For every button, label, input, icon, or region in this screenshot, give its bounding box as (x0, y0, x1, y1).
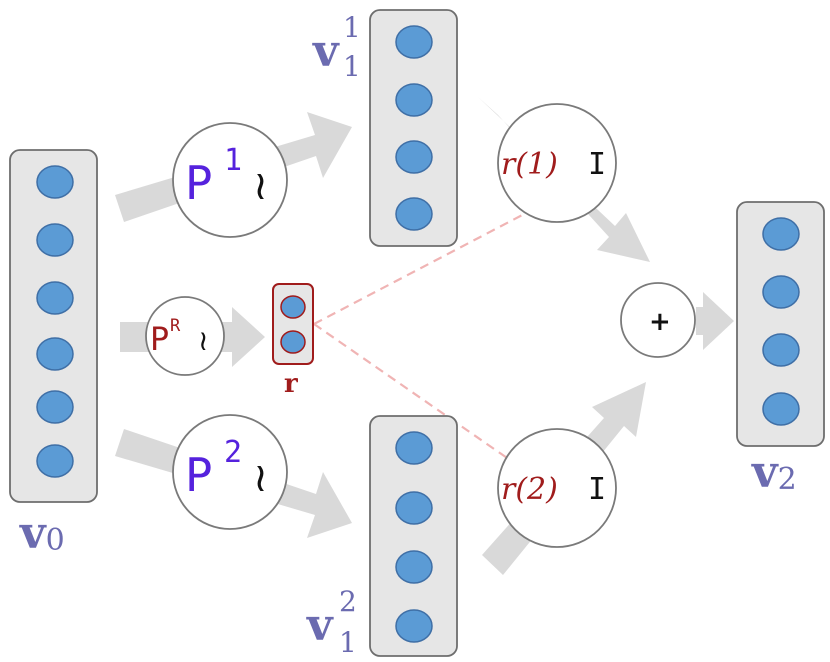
node (395, 140, 433, 174)
vector-nodes (762, 217, 800, 426)
operator-sup: R (170, 316, 181, 336)
vector-r: r (272, 283, 314, 399)
dashed-link-r1 (313, 211, 529, 325)
vector-nodes (395, 431, 433, 643)
operator-base: P (185, 156, 213, 210)
arrow-sum-to-v2 (696, 292, 734, 350)
vector-box (736, 201, 825, 447)
operator-circle (172, 414, 288, 530)
vector-v2: v2 (736, 201, 825, 498)
vector-nodes (36, 165, 74, 478)
operator-sup: 2 (224, 435, 242, 470)
operator-circle (172, 122, 288, 238)
operator-symbol: ≀ (253, 455, 268, 501)
node (36, 444, 74, 478)
node (36, 390, 74, 424)
vector-label-v2: v2 (751, 447, 797, 498)
node (395, 609, 433, 643)
operator-sup: 1 (224, 143, 242, 178)
operator-plus: + (620, 282, 696, 358)
node (762, 217, 800, 251)
node (395, 197, 433, 231)
operator-identity: I (588, 472, 606, 507)
operator-r1: r(1) I (497, 103, 617, 223)
node (762, 333, 800, 367)
vector-v1-1: v 1 1 (312, 9, 458, 247)
label-sub: 0 (46, 523, 65, 558)
label-sup: 1 (343, 11, 361, 44)
operator-base: P (185, 448, 213, 502)
operator-p1: P 1 ≀ (172, 122, 288, 238)
operator-circle (620, 282, 696, 358)
dashed-link-r2 (313, 323, 511, 461)
node (395, 491, 433, 525)
label-base: v (751, 447, 779, 498)
vector-label-v1-2: v (306, 600, 334, 651)
node (36, 337, 74, 371)
node (36, 165, 74, 199)
vector-label-r: r (284, 369, 298, 399)
operator-circle (497, 103, 617, 223)
vector-v0: v0 (9, 149, 98, 559)
operator-symbol: ≀ (198, 324, 209, 357)
node (395, 550, 433, 584)
operator-base: P (150, 320, 169, 358)
vector-box (9, 149, 98, 503)
node (395, 25, 433, 59)
operator-circle (145, 296, 225, 376)
label-sub: 1 (343, 50, 361, 83)
operator-circle (497, 428, 617, 548)
label-sub: 2 (778, 462, 797, 497)
label-sup: 2 (339, 585, 357, 618)
label-base: v (19, 508, 47, 559)
label-sub: 1 (339, 626, 357, 659)
vector-label-v1-1: v (312, 26, 340, 77)
vector-label-v0: v0 (19, 508, 65, 559)
operator-p2: P 2 ≀ (172, 414, 288, 530)
vector-box (369, 9, 458, 247)
vector-box (369, 415, 458, 657)
operator-r2: r(2) I (497, 428, 617, 548)
vector-nodes (395, 25, 433, 231)
vector-v1-2: v 2 1 (306, 415, 458, 659)
node (36, 223, 74, 257)
node (280, 295, 306, 319)
operator-identity: I (588, 147, 606, 182)
node (762, 392, 800, 426)
plus-symbol: + (649, 307, 671, 337)
node (762, 275, 800, 309)
label-base: v (306, 600, 334, 651)
node (395, 83, 433, 117)
operator-coeff: r(2) (501, 472, 558, 507)
node (395, 431, 433, 465)
operator-symbol: ≀ (253, 163, 268, 209)
r-links (313, 211, 529, 461)
node (280, 330, 306, 354)
label-base: v (312, 26, 340, 77)
node (36, 281, 74, 315)
operator-pr: P R ≀ (145, 296, 225, 376)
operator-coeff: r(1) (501, 147, 558, 182)
